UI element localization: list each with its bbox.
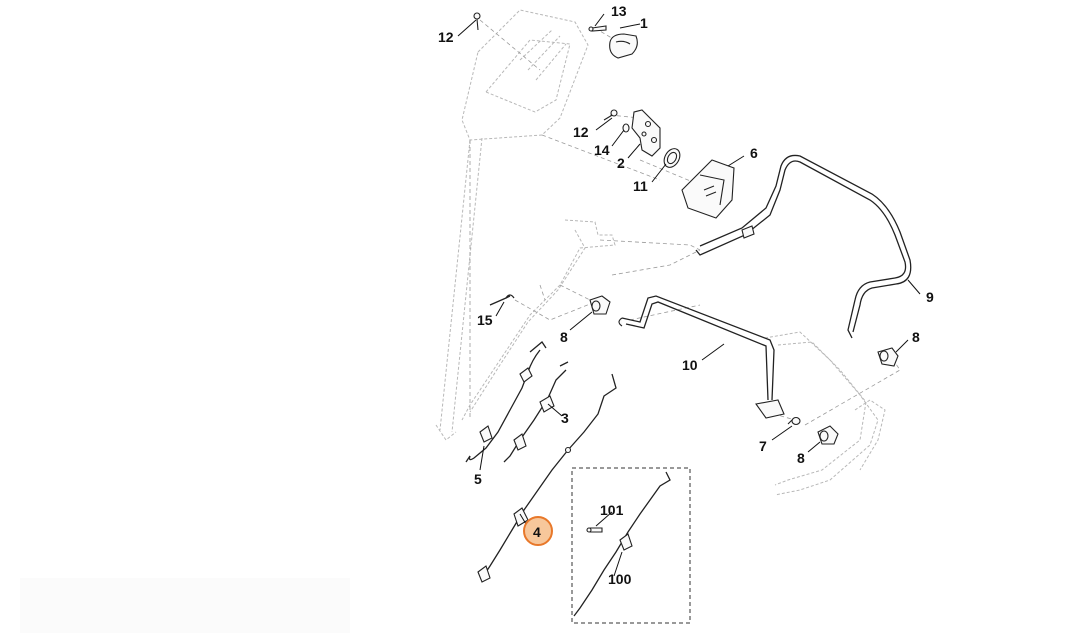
callout-8-left[interactable]: 8: [560, 329, 568, 345]
callout-101[interactable]: 101: [600, 502, 624, 518]
part-8-bushing-right[interactable]: [877, 347, 899, 367]
part-3-cable[interactable]: [503, 361, 569, 463]
part-12-screw-upper[interactable]: [473, 12, 481, 31]
callout-10[interactable]: 10: [682, 357, 698, 373]
callout-4-highlight[interactable]: [523, 516, 553, 546]
part-8-bushing-left[interactable]: [589, 295, 611, 315]
part-5-cable[interactable]: [465, 341, 547, 463]
part-12-screw-mid[interactable]: [603, 109, 618, 121]
sub-assembly-box: [571, 467, 691, 624]
part-101-screw[interactable]: [586, 527, 603, 533]
callout-2[interactable]: 2: [617, 155, 625, 171]
callout-6[interactable]: 6: [750, 145, 758, 161]
callout-9[interactable]: 9: [926, 289, 934, 305]
part-2-bracket[interactable]: [631, 109, 661, 157]
part-13-screw[interactable]: [588, 25, 607, 32]
callout-100[interactable]: 100: [608, 571, 632, 587]
callout-8-right[interactable]: 8: [912, 329, 920, 345]
callout-3[interactable]: 3: [561, 410, 569, 426]
part-100-cable[interactable]: [573, 471, 671, 617]
callout-8-lower[interactable]: 8: [797, 450, 805, 466]
callout-11[interactable]: 11: [633, 178, 648, 194]
part-6-control-box[interactable]: [681, 159, 735, 219]
callout-12-mid[interactable]: 12: [573, 124, 589, 140]
callout-14[interactable]: 14: [594, 142, 610, 158]
part-14-washer[interactable]: [622, 123, 630, 133]
callout-5[interactable]: 5: [474, 471, 482, 487]
callout-4[interactable]: 4: [533, 524, 541, 540]
ghost-handle-structure: [435, 9, 886, 496]
callout-labels: 1 2 3 4 5 6 7 8 8 8 9 10 11 12 12 13 14 …: [438, 3, 934, 587]
part-1-knob[interactable]: [609, 33, 638, 59]
blank-region: [20, 578, 350, 633]
part-7-pin[interactable]: [787, 416, 801, 426]
part-9-bail-bar[interactable]: [695, 154, 912, 339]
part-15-clip[interactable]: [489, 294, 515, 306]
leader-lines: [457, 13, 921, 577]
callout-13[interactable]: 13: [611, 3, 627, 19]
callout-7[interactable]: 7: [759, 438, 767, 454]
callout-12-top[interactable]: 12: [438, 29, 454, 45]
callout-1[interactable]: 1: [640, 15, 648, 31]
part-10-lever-bar[interactable]: [618, 295, 785, 419]
callout-15[interactable]: 15: [477, 312, 493, 328]
part-8-bushing-lower[interactable]: [817, 425, 839, 445]
part-11-ring[interactable]: [661, 146, 683, 170]
